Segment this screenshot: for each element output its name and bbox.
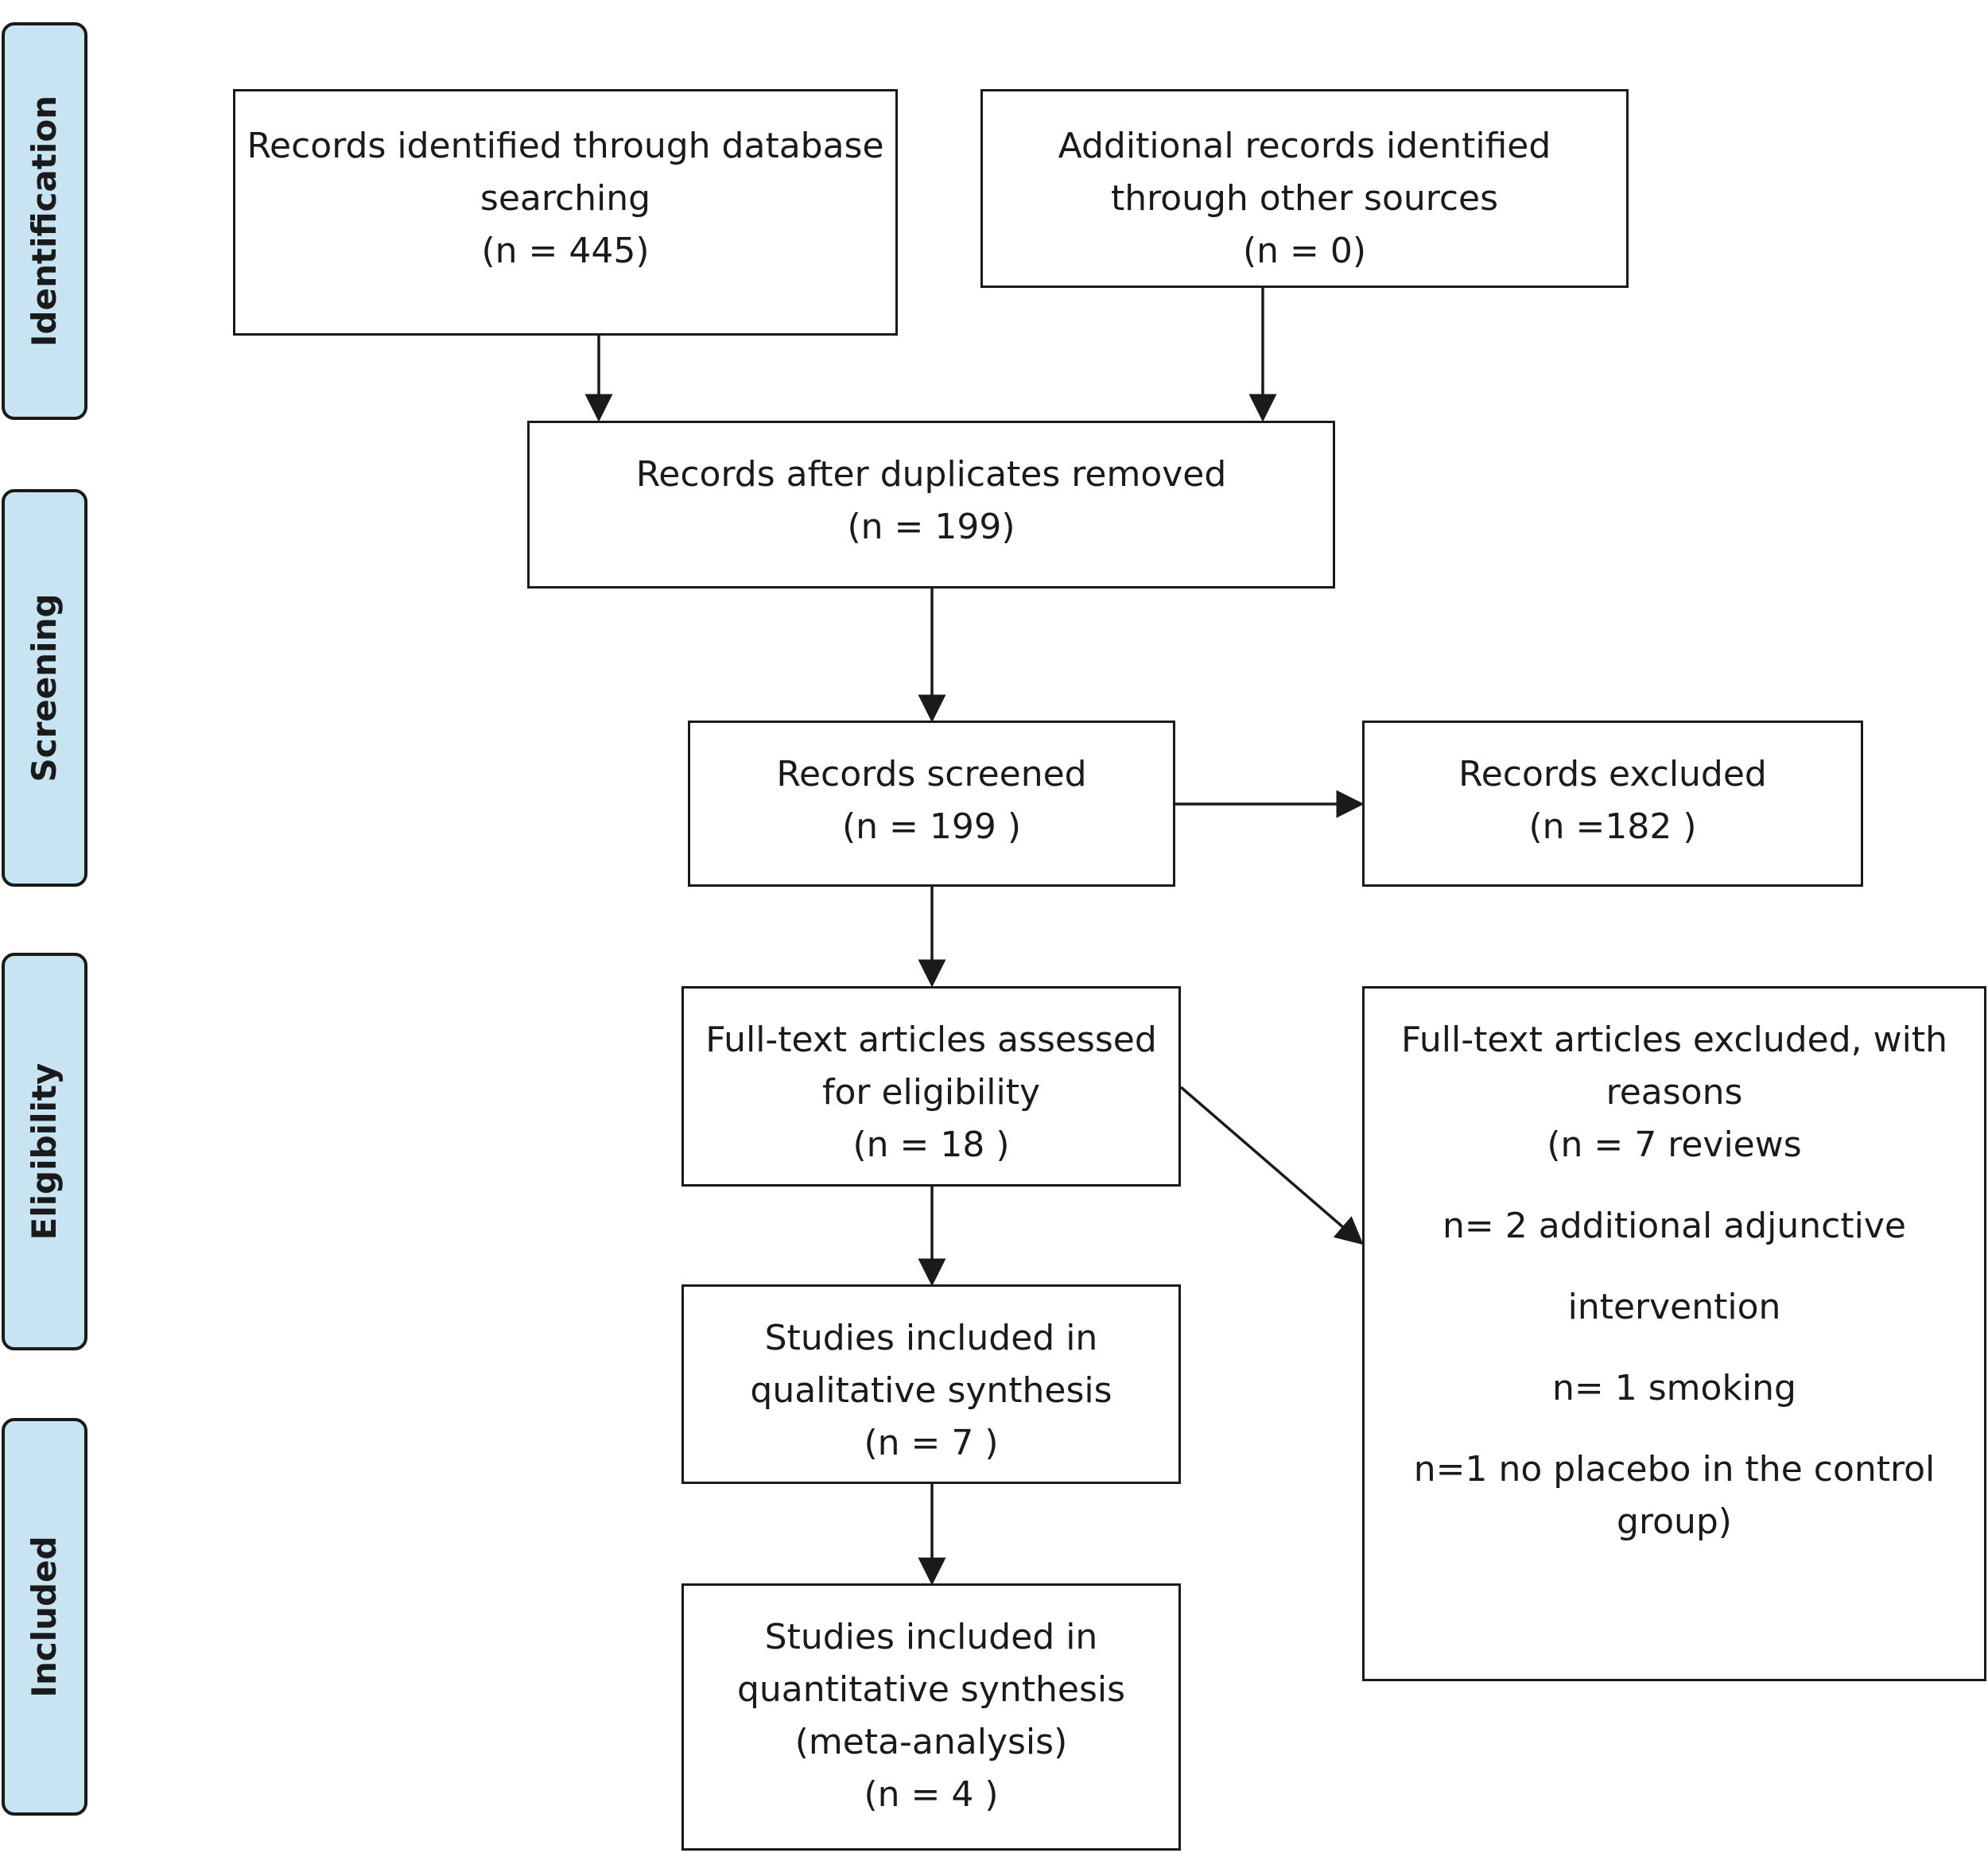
database-search-line-2: searching — [480, 178, 651, 219]
excluded-count: (n =182 ) — [1528, 806, 1697, 847]
phase-screening-label: Screening — [25, 593, 64, 783]
database-search-line-1: Records identified through database — [247, 126, 884, 166]
quantitative-count: (n = 4 ) — [864, 1774, 999, 1815]
qualitative-synthesis-box: Studies included in qualitative synthesi… — [681, 1284, 1181, 1484]
phase-identification: Identification — [2, 22, 87, 420]
full-text-excluded-no-placebo: n=1 no placebo in the control — [1413, 1449, 1936, 1490]
database-search-count: (n = 445) — [481, 231, 650, 271]
full-text-excluded-intervention: intervention — [1567, 1287, 1781, 1327]
qualitative-count: (n = 7 ) — [864, 1423, 999, 1463]
screened-count: (n = 199 ) — [841, 806, 1022, 847]
other-sources-line-2: through other sources — [1110, 178, 1499, 219]
phase-included: Included — [2, 1418, 87, 1816]
after-duplicates-count: (n = 199) — [847, 507, 1015, 547]
quantitative-line-1: Studies included in — [764, 1617, 1098, 1657]
excluded-line-1: Records excluded — [1458, 754, 1767, 794]
full-text-excluded-reviews: (n = 7 reviews — [1547, 1125, 1802, 1165]
after-duplicates-line-1: Records after duplicates removed — [635, 454, 1227, 495]
phase-eligibility-label: Eligibility — [25, 1062, 64, 1241]
full-text-excluded-box: Full-text articles excluded, with reason… — [1362, 986, 1986, 1681]
full-text-assessed-line-1: Full-text articles assessed — [705, 1020, 1157, 1060]
phase-eligibility: Eligibility — [2, 953, 87, 1350]
full-text-excluded-group: group) — [1617, 1501, 1732, 1542]
full-text-excluded-line-2: reasons — [1606, 1072, 1743, 1113]
quantitative-synthesis-box: Studies included in quantitative synthes… — [681, 1583, 1181, 1851]
full-text-excluded-adjunctive: n= 2 additional adjunctive — [1442, 1206, 1906, 1246]
full-text-excluded-smoking: n= 1 smoking — [1552, 1368, 1796, 1408]
full-text-excluded-line-1: Full-text articles excluded, with — [1401, 1020, 1947, 1060]
quantitative-line-3: (meta-analysis) — [794, 1722, 1068, 1762]
full-text-assessed-box: Full-text articles assessed for eligibil… — [681, 986, 1181, 1187]
full-text-assessed-count: (n = 18 ) — [852, 1125, 1010, 1165]
database-search-box: Records identified through database sear… — [233, 89, 898, 336]
excluded-box: Records excluded (n =182 ) — [1362, 721, 1863, 887]
other-sources-line-1: Additional records identified — [1058, 126, 1551, 166]
qualitative-line-2: qualitative synthesis — [750, 1370, 1112, 1411]
other-sources-box: Additional records identified through ot… — [980, 89, 1629, 288]
phase-identification-label: Identification — [25, 95, 64, 348]
phase-screening: Screening — [2, 489, 87, 887]
qualitative-line-1: Studies included in — [764, 1318, 1098, 1358]
quantitative-line-2: quantitative synthesis — [736, 1669, 1126, 1710]
other-sources-count: (n = 0) — [1242, 231, 1367, 271]
phase-included-label: Included — [25, 1536, 64, 1698]
screened-line-1: Records screened — [776, 754, 1087, 794]
arrow-fulltext-to-excluded-reasons — [1179, 1086, 1364, 1245]
after-duplicates-box: Records after duplicates removed (n = 19… — [527, 421, 1335, 589]
screened-box: Records screened (n = 199 ) — [688, 721, 1175, 887]
full-text-assessed-line-2: for eligibility — [821, 1072, 1041, 1113]
